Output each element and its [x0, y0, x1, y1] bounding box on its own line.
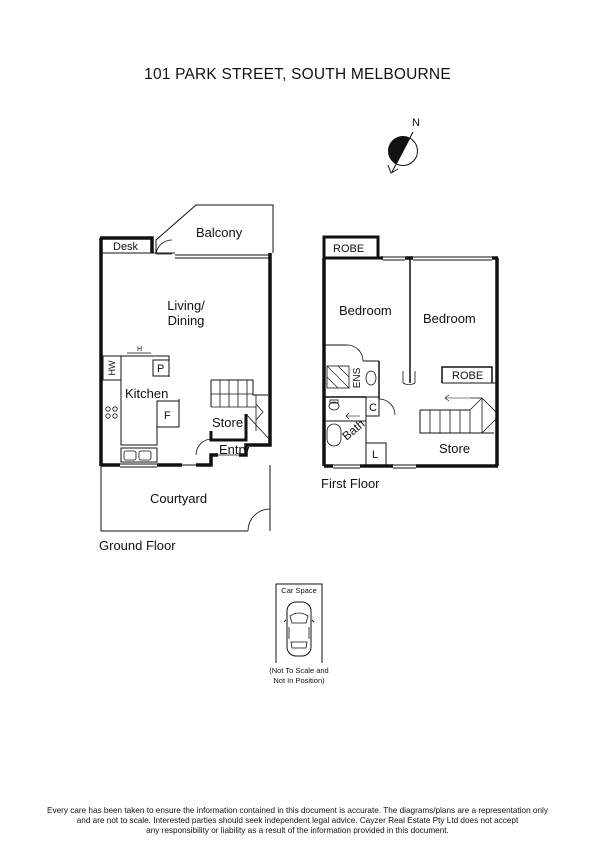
car-space-plan [275, 583, 323, 663]
room-label-store-ground: Store [212, 415, 243, 430]
fixture-label-f: F [164, 410, 171, 422]
fixture-label-l: L [372, 449, 378, 461]
disclaimer-line-1: Every care has been taken to ensure the … [47, 806, 548, 815]
room-label-living: Living/ [167, 298, 205, 313]
fixture-label-c: C [369, 402, 377, 414]
room-label-robe-right: ROBE [452, 370, 483, 382]
room-label-robe-left: ROBE [333, 243, 364, 255]
room-label-dining: Dining [168, 313, 205, 328]
north-compass-icon [387, 131, 418, 174]
room-label-bedroom-right: Bedroom [423, 311, 476, 326]
page-title: 101 PARK STREET, SOUTH MELBOURNE [144, 66, 451, 83]
disclaimer-line-2: and are not to scale. Interested parties… [76, 816, 519, 826]
room-label-store-first: Store [439, 441, 470, 456]
ground-floor-plan [99, 204, 274, 532]
room-label-ens: ENS [352, 367, 363, 388]
car-space-label: Car Space [281, 586, 316, 595]
fixture-label-hw: HW [107, 360, 117, 375]
compass-label: N [412, 117, 420, 129]
first-floor-plan [322, 235, 499, 469]
room-label-balcony: Balcony [196, 225, 243, 240]
car-space-note-line1: (Not To Scale and [269, 666, 328, 675]
disclaimer-line-3: any responsibility or liability as a res… [146, 826, 449, 836]
room-label-entry: Entry [219, 442, 250, 457]
car-space-note-line2: Not In Position) [273, 676, 325, 685]
room-label-kitchen: Kitchen [125, 386, 168, 401]
fixture-label-p: P [157, 363, 164, 375]
ground-floor-label: Ground Floor [99, 538, 176, 553]
room-label-bedroom-left: Bedroom [339, 303, 392, 318]
first-floor-label: First Floor [321, 476, 380, 491]
room-label-courtyard: Courtyard [150, 491, 207, 506]
fixture-label-h: H [137, 346, 142, 353]
room-label-desk: Desk [113, 241, 139, 253]
disclaimer: Every care has been taken to ensure the … [10, 806, 585, 837]
